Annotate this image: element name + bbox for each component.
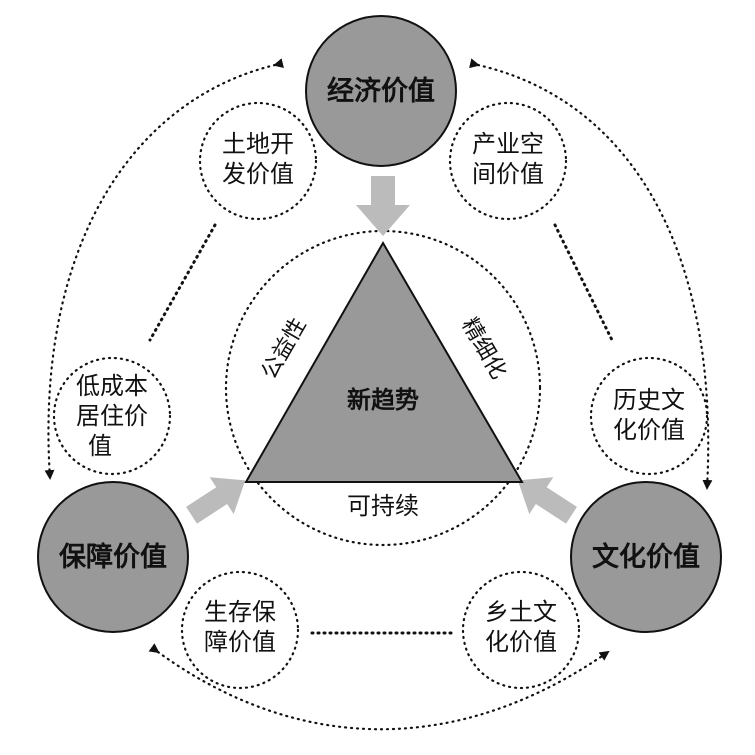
dotted-arrow-economic-to-security <box>44 58 284 480</box>
node-economic-value: 经济价值 <box>305 15 457 167</box>
arrow-economic-down <box>356 176 410 236</box>
subnode-rural-culture: 乡土文 化价值 <box>461 570 581 690</box>
triangle-right-side-label: 精细化 <box>456 314 511 384</box>
subnode-low-cost-housing: 低成本 居住价 值 <box>52 356 172 476</box>
dotted-connector-left <box>148 223 217 342</box>
arrow-culture-in <box>517 477 577 524</box>
subnode-survival-security-line1: 生存保 <box>204 598 276 626</box>
subnode-low-cost-housing-line1: 低成本 <box>76 372 148 400</box>
subnode-historic-culture: 历史文 化价值 <box>589 356 709 476</box>
node-culture-label: 文化价值 <box>592 541 700 573</box>
subnode-industry-space: 产业空 间价值 <box>448 101 568 221</box>
subnode-historic-culture-line2: 化价值 <box>613 416 685 444</box>
triangle-bottom-side-label: 可持续 <box>347 492 419 520</box>
subnode-rural-culture-line1: 乡土文 <box>485 598 557 626</box>
triangle-left-side-label: 公益性 <box>257 314 312 384</box>
triangle-center-label: 新趋势 <box>347 386 419 414</box>
dotted-arrow-security-to-culture <box>148 643 610 731</box>
subnode-low-cost-housing-line3: 值 <box>88 432 112 460</box>
dotted-connector-right <box>553 223 614 342</box>
subnode-survival-security-line2: 障价值 <box>204 628 276 656</box>
subnode-land-development-line1: 土地开 <box>222 130 294 158</box>
subnode-industry-space-line1: 产业空 <box>472 130 544 158</box>
node-culture-value: 文化价值 <box>570 481 722 633</box>
subnode-historic-culture-line1: 历史文 <box>613 386 685 414</box>
subnode-land-development: 土地开 发价值 <box>198 101 318 221</box>
trend-triangle <box>244 241 524 483</box>
node-security-value: 保障价值 <box>37 481 189 633</box>
subnode-industry-space-line2: 间价值 <box>472 160 544 188</box>
node-economic-label: 经济价值 <box>327 75 435 107</box>
subnode-land-development-line2: 发价值 <box>222 160 294 188</box>
subnode-rural-culture-line2: 化价值 <box>485 628 557 656</box>
subnode-low-cost-housing-line2: 居住价 <box>76 402 148 430</box>
node-security-label: 保障价值 <box>58 541 167 573</box>
arrow-security-in <box>186 477 246 524</box>
dotted-arrow-economic-to-culture <box>469 58 713 490</box>
subnode-survival-security: 生存保 障价值 <box>180 570 300 690</box>
